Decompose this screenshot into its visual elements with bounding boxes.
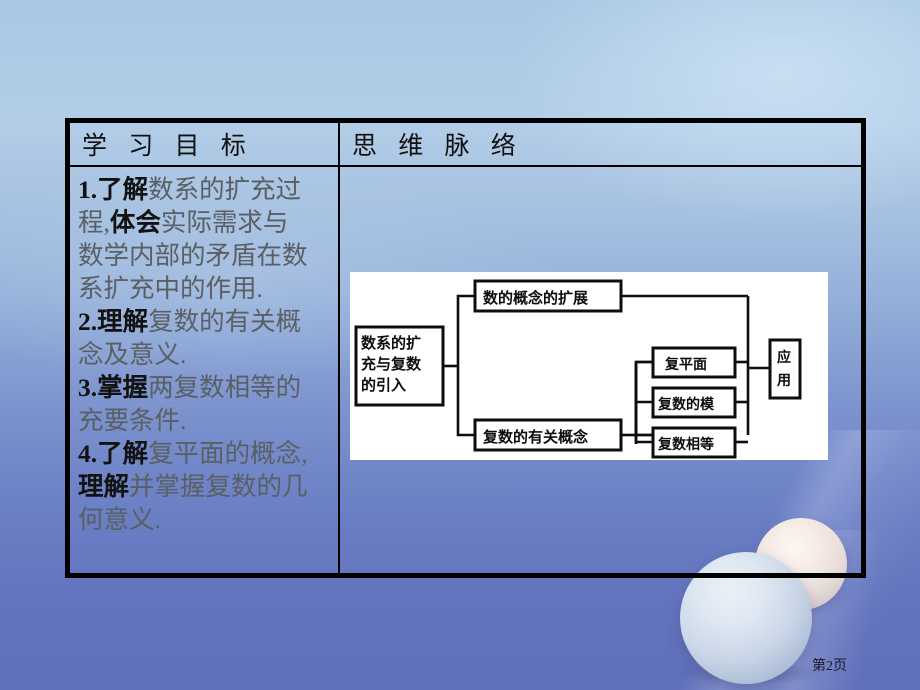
objective-line: 2.理解复数的有关概: [78, 305, 332, 338]
flow-node-modulus-label: 复数的模: [657, 396, 715, 413]
flow-node-root: 数系的扩 充与复数 的引入: [354, 325, 445, 407]
connector-root-to-top: [456, 294, 475, 366]
body-cell-objectives: 1.了解数系的扩充过程,体会实际需求与数学内部的矛盾在数系扩充中的作用.2.理解…: [70, 167, 340, 573]
flow-node-concept-expansion: 数的概念的扩展: [473, 279, 623, 313]
objective-text: 何意义.: [78, 505, 161, 535]
objective-line: 3.掌握两复数相等的: [78, 371, 332, 404]
flow-node-root-line-1: 数系的扩: [361, 334, 421, 352]
objective-emphasis: 1.: [78, 175, 98, 204]
objective-text: 复数的有关概: [148, 307, 302, 337]
objectives-list: 1.了解数系的扩充过程,体会实际需求与数学内部的矛盾在数系扩充中的作用.2.理解…: [70, 167, 338, 536]
objective-emphasis: 3.: [78, 373, 98, 403]
objective-emphasis: 了解: [97, 175, 149, 204]
flow-node-application-line-2: 用: [777, 373, 791, 389]
objective-emphasis: 理解: [97, 307, 149, 337]
objective-emphasis: 掌握: [97, 373, 149, 403]
flow-node-root-line-3: 的引入: [361, 376, 406, 394]
flow-node-equality-label: 复数相等: [657, 436, 714, 453]
objective-text: 两复数相等的: [148, 373, 302, 403]
objective-text: 程,: [78, 208, 110, 238]
flow-node-complex-concepts-label: 复数的有关概念: [482, 428, 588, 446]
flow-node-concept-expansion-label: 数的概念的扩展: [483, 289, 588, 307]
objective-emphasis: 了解: [97, 439, 149, 469]
objective-text: 念及意义.: [78, 340, 187, 370]
table-body-row: 1.了解数系的扩充过程,体会实际需求与数学内部的矛盾在数系扩充中的作用.2.理解…: [70, 167, 861, 573]
flow-node-application: 应 用: [768, 338, 802, 400]
connector-root-to-bottom: [456, 366, 475, 437]
objective-line: 数学内部的矛盾在数: [78, 239, 332, 272]
content-table: 学 习 目 标 思 维 脉 络 1.了解数系的扩充过程,体会实际需求与数学内部的…: [65, 118, 866, 578]
page-number: 第2页: [812, 659, 847, 674]
objective-line: 1.了解数系的扩充过: [78, 173, 332, 206]
flow-node-complex-concepts: 复数的有关概念: [473, 418, 623, 452]
flow-node-root-line-2: 充与复数: [361, 355, 422, 373]
connector-bottom-to-leaf1: [634, 360, 653, 435]
objective-text: 数系的扩充过: [148, 175, 302, 204]
header-cell-mindmap: 思 维 脉 络: [340, 123, 861, 165]
objective-text: 并掌握复数的几: [129, 472, 308, 502]
objective-emphasis: 4.: [78, 439, 98, 469]
objective-line: 理解并掌握复数的几: [78, 470, 332, 503]
body-cell-mindmap: 数系的扩 充与复数 的引入 数的概念的扩展 复数的有关概念: [340, 167, 861, 573]
objective-line: 程,体会实际需求与: [78, 206, 332, 239]
header-cell-objectives: 学 习 目 标: [70, 123, 340, 165]
flowchart-svg: 数系的扩 充与复数 的引入 数的概念的扩展 复数的有关概念: [354, 279, 802, 459]
objective-text: 实际需求与: [160, 208, 289, 238]
header-label-objectives: 学 习 目 标: [82, 133, 254, 160]
flow-node-modulus: 复数的模: [651, 386, 737, 419]
objective-text: 充要条件.: [78, 406, 187, 436]
objective-emphasis: 体会: [109, 208, 161, 238]
table-header-row: 学 习 目 标 思 维 脉 络: [70, 123, 861, 167]
objective-emphasis: 2.: [78, 307, 98, 337]
flow-node-equality: 复数相等: [651, 426, 737, 459]
flow-node-complex-plane: 复平面: [651, 346, 737, 379]
objective-line: 4.了解复平面的概念,: [78, 437, 332, 470]
objective-line: 何意义.: [78, 503, 332, 536]
objective-line: 充要条件.: [78, 404, 332, 437]
flowchart-container: 数系的扩 充与复数 的引入 数的概念的扩展 复数的有关概念: [350, 272, 828, 460]
objective-text: 数学内部的矛盾在数: [78, 241, 308, 271]
objective-text: 复平面的概念,: [148, 439, 308, 469]
flow-node-application-line-1: 应: [777, 349, 791, 366]
objective-emphasis: 理解: [78, 472, 130, 502]
objective-line: 系扩充中的作用.: [78, 272, 332, 305]
flow-node-complex-plane-label: 复平面: [664, 356, 707, 373]
objective-line: 念及意义.: [78, 338, 332, 371]
objective-text: 系扩充中的作用.: [78, 274, 263, 304]
header-label-mindmap: 思 维 脉 络: [352, 133, 524, 160]
